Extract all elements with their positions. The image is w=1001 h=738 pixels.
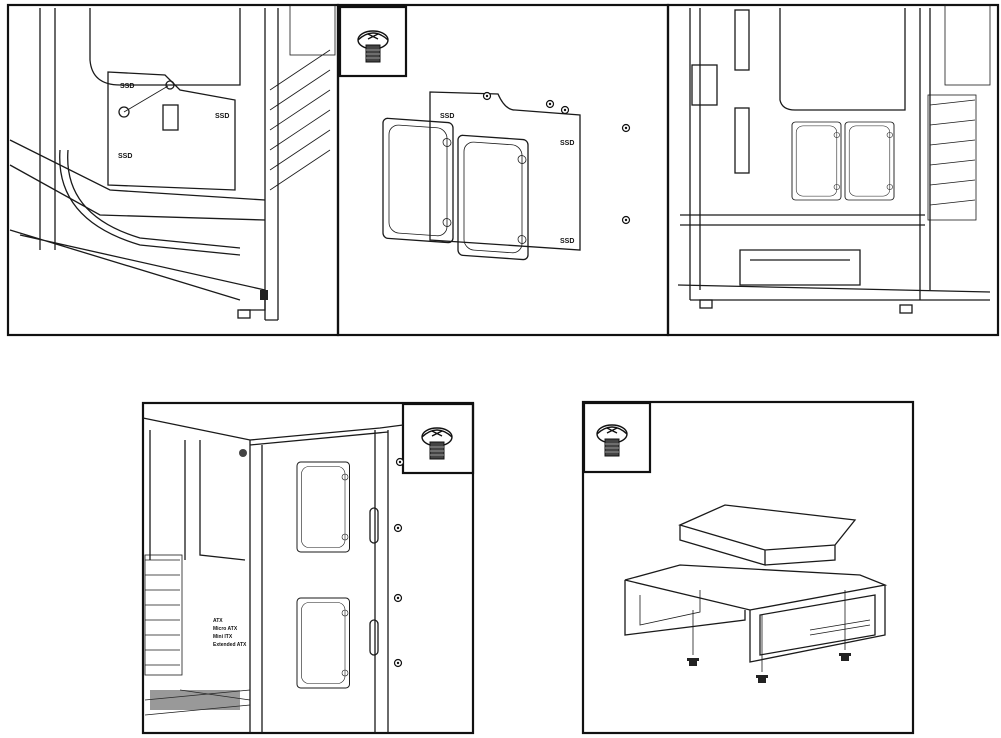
panel-ssd-mount-back: SSD SSD SSD [6, 3, 340, 337]
ssd-label: SSD [560, 140, 574, 147]
screw-icon [421, 427, 453, 460]
form-factor-label: ATX [213, 618, 223, 624]
form-factor-label: Mini ITX [213, 634, 233, 640]
form-factor-label: Micro ATX [213, 626, 238, 632]
form-factor-label: Extended ATX [213, 642, 247, 648]
ssd-label: SSD [440, 113, 454, 120]
screw-icon [357, 30, 389, 63]
ssd-label: SSD [560, 238, 574, 245]
panel-case-rear-view [666, 3, 1000, 337]
screw-inset [338, 5, 408, 78]
ssd-label: SSD [118, 153, 132, 160]
panel-hdd-bottom-tray [581, 400, 915, 735]
panel-hdd-ssd-bracket: SSD SSD SSD [336, 3, 670, 337]
screw-inset [401, 402, 475, 475]
ssd-label: SSD [215, 113, 229, 120]
ssd-label: SSD [120, 83, 134, 90]
panel-hdd-front-mount: ATX Micro ATX Mini ITX Extended ATX [141, 401, 475, 735]
screw-icon [596, 424, 628, 457]
screw-inset [582, 401, 652, 474]
